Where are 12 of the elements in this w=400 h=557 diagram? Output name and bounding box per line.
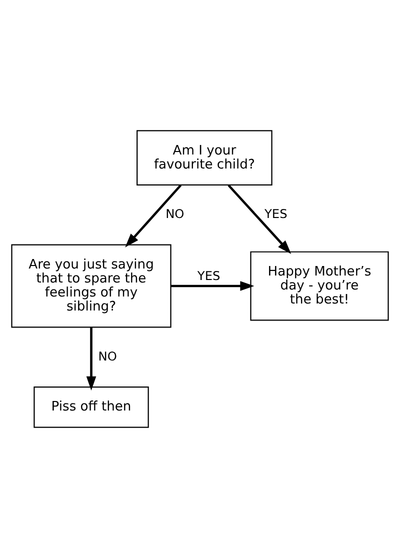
arrow <box>125 184 182 247</box>
arrow <box>86 326 96 390</box>
arrow <box>171 280 254 290</box>
edge-label: NO <box>98 348 117 363</box>
node-box: Are you just saying that to spare the feelings of my sibling? <box>11 244 172 328</box>
node-box: Piss off then <box>34 386 149 428</box>
node-box: Am I your favourite child? <box>136 130 272 186</box>
edge-label: YES <box>197 268 220 282</box>
edge-label: NO <box>166 206 184 221</box>
edge-label: YES <box>264 206 288 221</box>
node-box: Happy Mother’s day - you’re the best! <box>250 250 389 320</box>
arrow <box>228 184 292 254</box>
